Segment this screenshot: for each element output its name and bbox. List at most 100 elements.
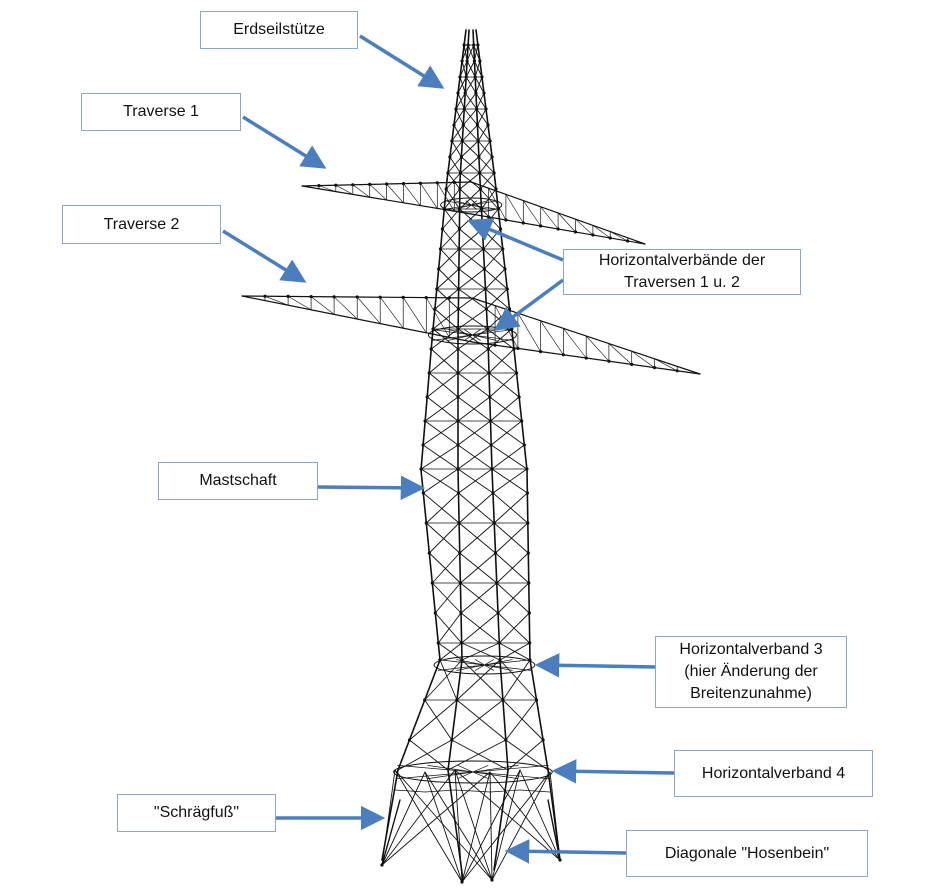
tower-joint [573,230,578,234]
tower-member [436,268,460,290]
tower-joint [515,371,519,375]
label-horizontalverband-4: Horizontalverband 4 [674,750,873,797]
pointer-arrow [504,839,627,864]
tower-member [461,612,499,644]
tower-joint [501,247,505,251]
tower-joint [488,419,493,423]
tower-member [489,372,518,398]
tower-member [462,124,479,142]
label-line: Breitenzunahme) [690,685,812,702]
tower-member [499,659,537,701]
tower-joint [430,581,434,585]
tower-member [428,372,459,398]
tower-member [438,248,460,270]
tower-joint [440,227,444,231]
tower-member [487,348,518,374]
tower-joint [472,59,476,63]
tower-member [451,124,464,142]
tower-member [409,739,449,771]
tower-member [498,612,530,644]
tower-member [495,522,529,554]
label-line: Traverse 2 [103,215,180,233]
tower-member [457,288,486,310]
tower-member [441,228,460,250]
label-line: Horizontalverband 3 [679,641,823,658]
tower-member [474,60,481,78]
tower-joint [503,267,507,271]
tower-member [428,522,460,554]
tower-joint [480,75,484,79]
tower-joint [460,59,464,63]
tower-joint [457,287,461,291]
tower-member [459,522,495,554]
tower-joint [493,551,498,555]
tower-member [437,612,462,644]
tower-joint [457,267,461,271]
tower-joint [355,295,359,299]
tower-member [502,659,531,701]
crossarm-web [403,183,421,206]
tower-joint [501,698,505,702]
tower-member [460,582,498,614]
tower-member [409,699,458,741]
tower-joint [435,181,439,185]
tower-joint [433,611,437,615]
tower-member [445,172,461,190]
label-line: Traverse 1 [123,103,199,120]
tower-member [457,328,488,350]
tower-joint [424,296,428,300]
tower-joint [490,878,494,882]
tower-joint [460,641,464,645]
tower-member [478,140,491,158]
crossarm-web [369,184,387,201]
tower-member [459,188,482,210]
tower-joint [463,91,467,95]
tower-member [490,420,525,446]
label-diagonale-hosenbein: Diagonale "Hosenbein" [626,830,868,877]
foot-diagonal [489,771,561,861]
label-mastschaft: Mastschaft [158,462,318,500]
tower-joint [452,180,456,184]
tower-joint [591,233,595,237]
pointer-arrow [317,475,426,501]
tower-joint [401,182,406,186]
tower-member [505,739,549,771]
tower-leg [526,469,531,661]
tower-joint [486,123,490,127]
tower-member [475,92,487,110]
tower-member [505,699,537,741]
tower-joint [456,467,460,471]
crossarm-web [609,231,628,242]
tower-member [473,60,483,78]
tower-member [458,492,494,524]
tower-joint [456,395,460,399]
tower-joint [464,75,468,79]
crossarm-web [517,312,541,352]
horizontal-bracing-ring [427,325,517,345]
label-line: Mastschaft [199,472,277,489]
tower-joint [584,356,588,360]
tower-joint [458,171,462,175]
tower-joint [497,641,501,645]
tower-member [490,444,528,470]
tower-joint [561,353,566,357]
tower-member [490,396,520,422]
tower-joint [478,187,482,191]
foot-diagonal [381,771,426,866]
tower-member [424,396,459,422]
tower-joint [489,443,493,447]
foot-leg [381,799,401,866]
tower-member [439,659,458,701]
tower-joint [460,880,464,884]
tower-member [447,739,507,771]
tower-member [453,108,465,126]
tower-joint [476,139,480,143]
tower-member [484,268,506,290]
tower-member [461,60,467,78]
tower-member [457,92,465,110]
tower-member [463,108,478,126]
tower-joint [490,467,494,471]
tower-member [458,468,493,494]
